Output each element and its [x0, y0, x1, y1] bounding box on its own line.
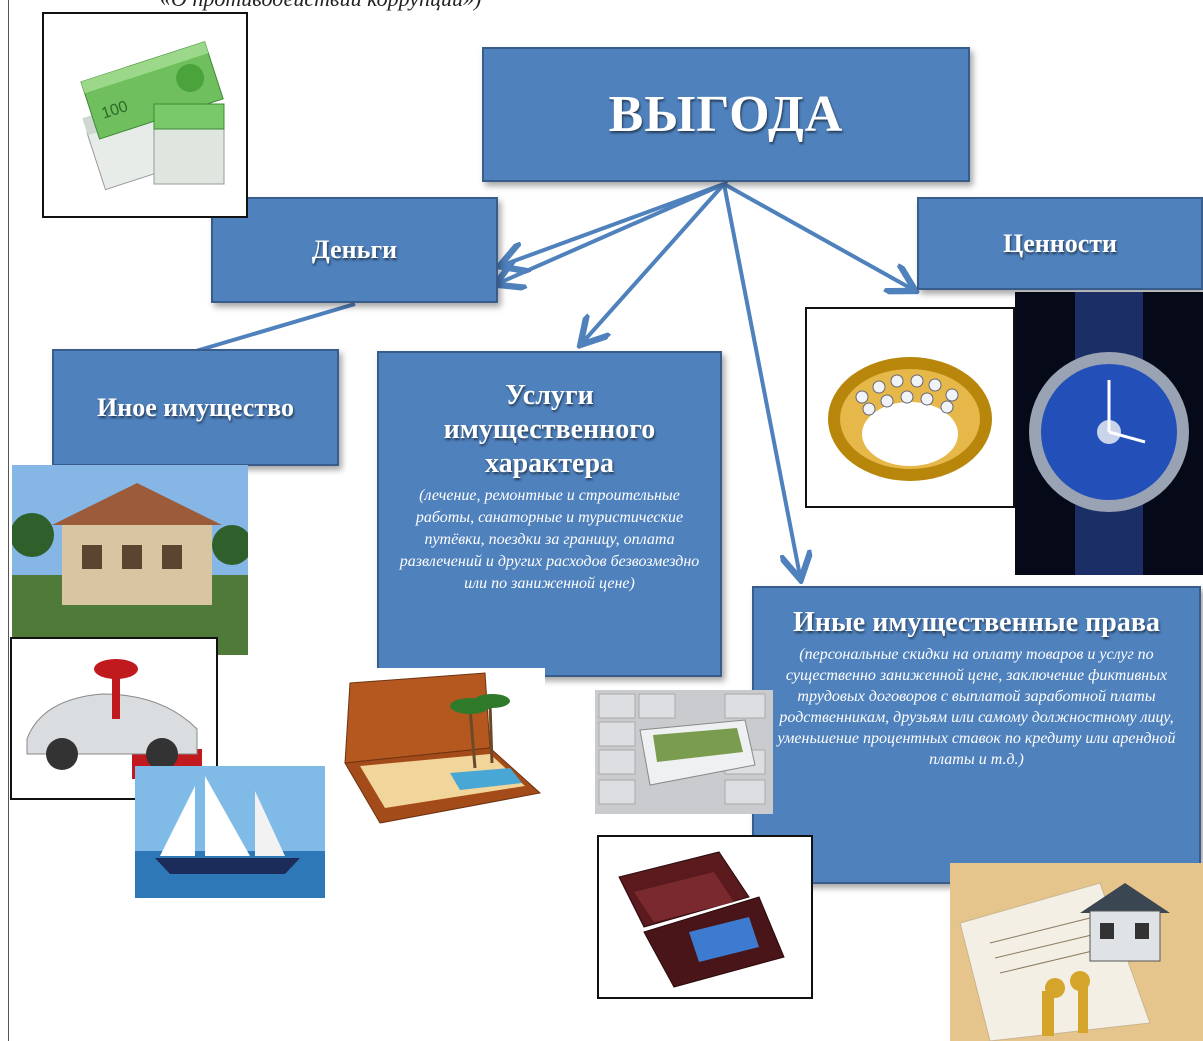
sailing-yacht-image [135, 766, 325, 898]
node-benefit-title: ВЫГОДА [608, 86, 844, 143]
safe-deposit-drawer-image [595, 690, 773, 814]
node-money-title: Деньги [311, 235, 398, 264]
house-image [12, 465, 248, 655]
node-other-rights-details: (персональные скидки на оплату товаров и… [777, 646, 1176, 768]
arrow-to-money [503, 182, 725, 265]
caption: «О противодействии коррупции») [160, 0, 481, 12]
page-left-rule [8, 0, 9, 1041]
arrow-to-money-2 [499, 182, 725, 283]
gift-box-card-image [597, 835, 813, 999]
gift-car-image [10, 637, 218, 800]
diamond-ring-image [805, 307, 1015, 508]
node-values: Ценности [917, 197, 1203, 290]
node-services-details: (лечение, ремонтные и строительные работ… [399, 487, 700, 592]
node-services: Услуги имущественного характера (лечение… [377, 351, 722, 677]
link-money-property [195, 302, 356, 353]
arrow-to-services [583, 182, 726, 342]
beach-suitcase-image [340, 668, 545, 833]
house-keys-image [950, 863, 1203, 1041]
euro-banknotes-image: 100 [42, 12, 248, 218]
arrow-to-values [723, 182, 912, 289]
wristwatch-image [1015, 292, 1203, 575]
node-values-title: Ценности [1002, 228, 1118, 258]
arrow-to-rights [722, 183, 800, 576]
node-benefit: ВЫГОДА [482, 47, 970, 182]
node-other-rights: Иные имущественные права (персональные с… [752, 586, 1201, 884]
node-other-property: Иное имущество [52, 349, 339, 466]
node-other-property-title: Иное имущество [97, 392, 294, 422]
node-other-rights-title: Иные имущественные права [793, 607, 1160, 638]
node-money: Деньги [211, 197, 498, 303]
node-services-title: Услуги имущественного характера [443, 380, 656, 479]
